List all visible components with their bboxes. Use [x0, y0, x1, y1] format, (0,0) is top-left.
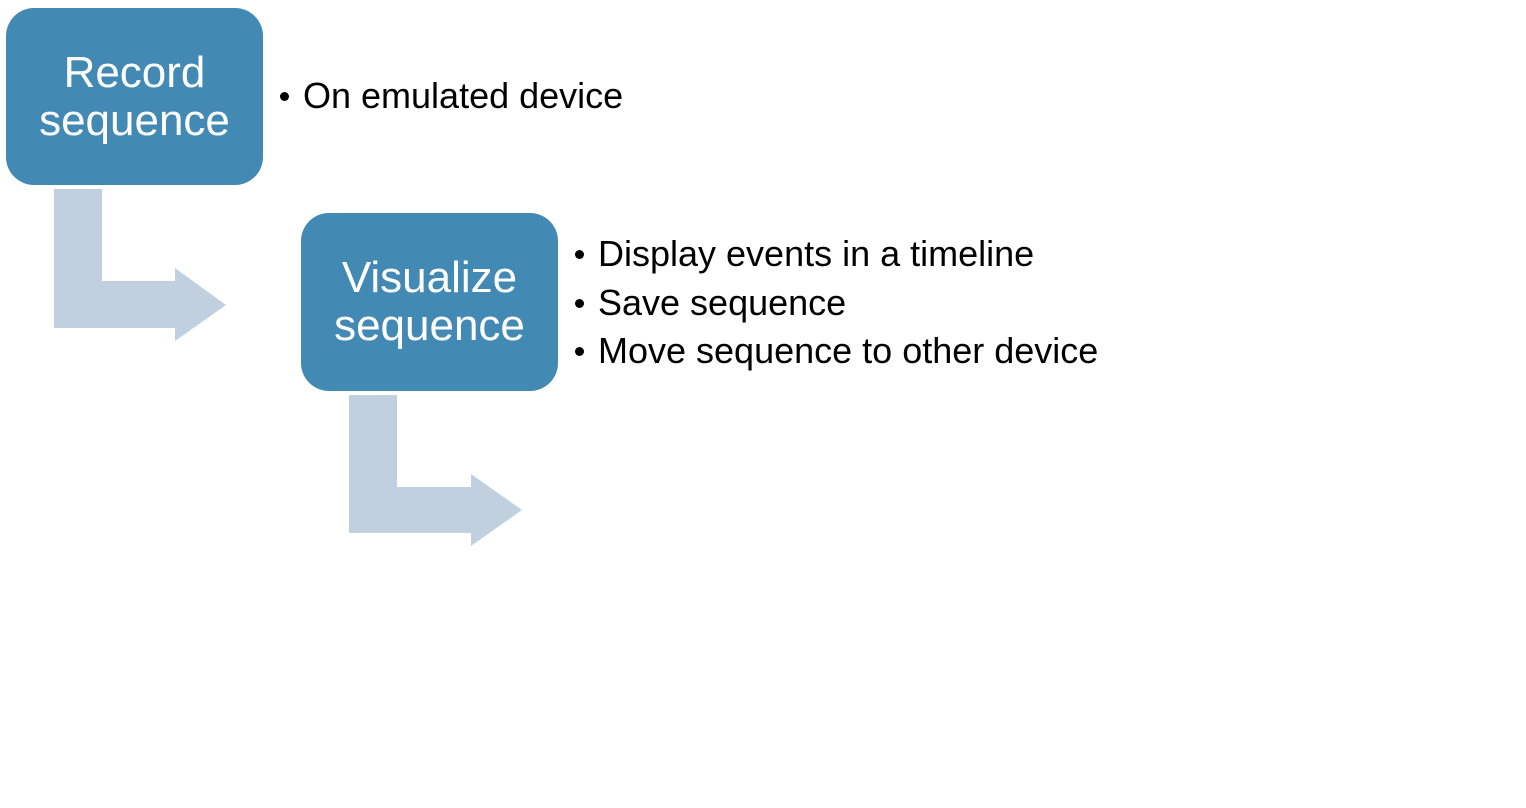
detail-item: Display events in a timeline [573, 230, 1098, 279]
step-title-visualize-sequence: Visualize sequence [334, 253, 525, 350]
detail-item: Move sequence to other device [573, 327, 1098, 376]
step-box-record-sequence: Record sequence [6, 8, 263, 185]
step-box-visualize-sequence: Visualize sequence [301, 213, 558, 391]
step-details-visualize-sequence: Display events in a timeline Save sequen… [573, 230, 1098, 376]
step-title-record-sequence: Record sequence [39, 47, 230, 145]
detail-item: Save sequence [573, 279, 1098, 328]
bent-arrow-record-to-visualize [54, 189, 226, 341]
bent-arrow-visualize-to-next [349, 395, 522, 546]
detail-item: On emulated device [278, 72, 623, 121]
step-details-record-sequence: On emulated device [278, 72, 623, 121]
